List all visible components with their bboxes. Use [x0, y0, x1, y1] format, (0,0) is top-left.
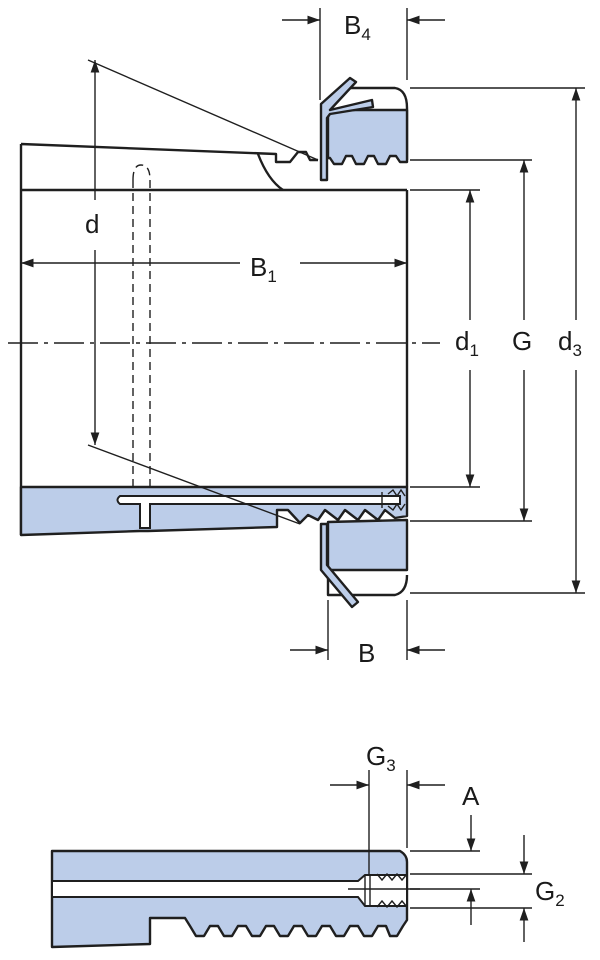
- lock-nut-top: [319, 76, 409, 182]
- dimension-lines: [21, 8, 585, 660]
- label-b: B: [358, 638, 375, 668]
- label-d: d: [85, 209, 99, 239]
- detail-dimension-lines: [330, 770, 532, 942]
- label-a: A: [462, 781, 480, 811]
- label-g3: G3: [366, 741, 396, 775]
- label-d3: d3: [558, 326, 582, 360]
- label-g: G: [512, 326, 532, 356]
- sleeve: [19, 142, 409, 537]
- label-b4: B4: [344, 10, 371, 44]
- label-d1: d1: [455, 326, 479, 360]
- leader-lines: [87, 59, 319, 525]
- label-g2: G2: [535, 876, 565, 910]
- label-b1: B1: [250, 252, 277, 286]
- thread-detail: [50, 849, 420, 949]
- lock-nut-bottom: [319, 518, 409, 609]
